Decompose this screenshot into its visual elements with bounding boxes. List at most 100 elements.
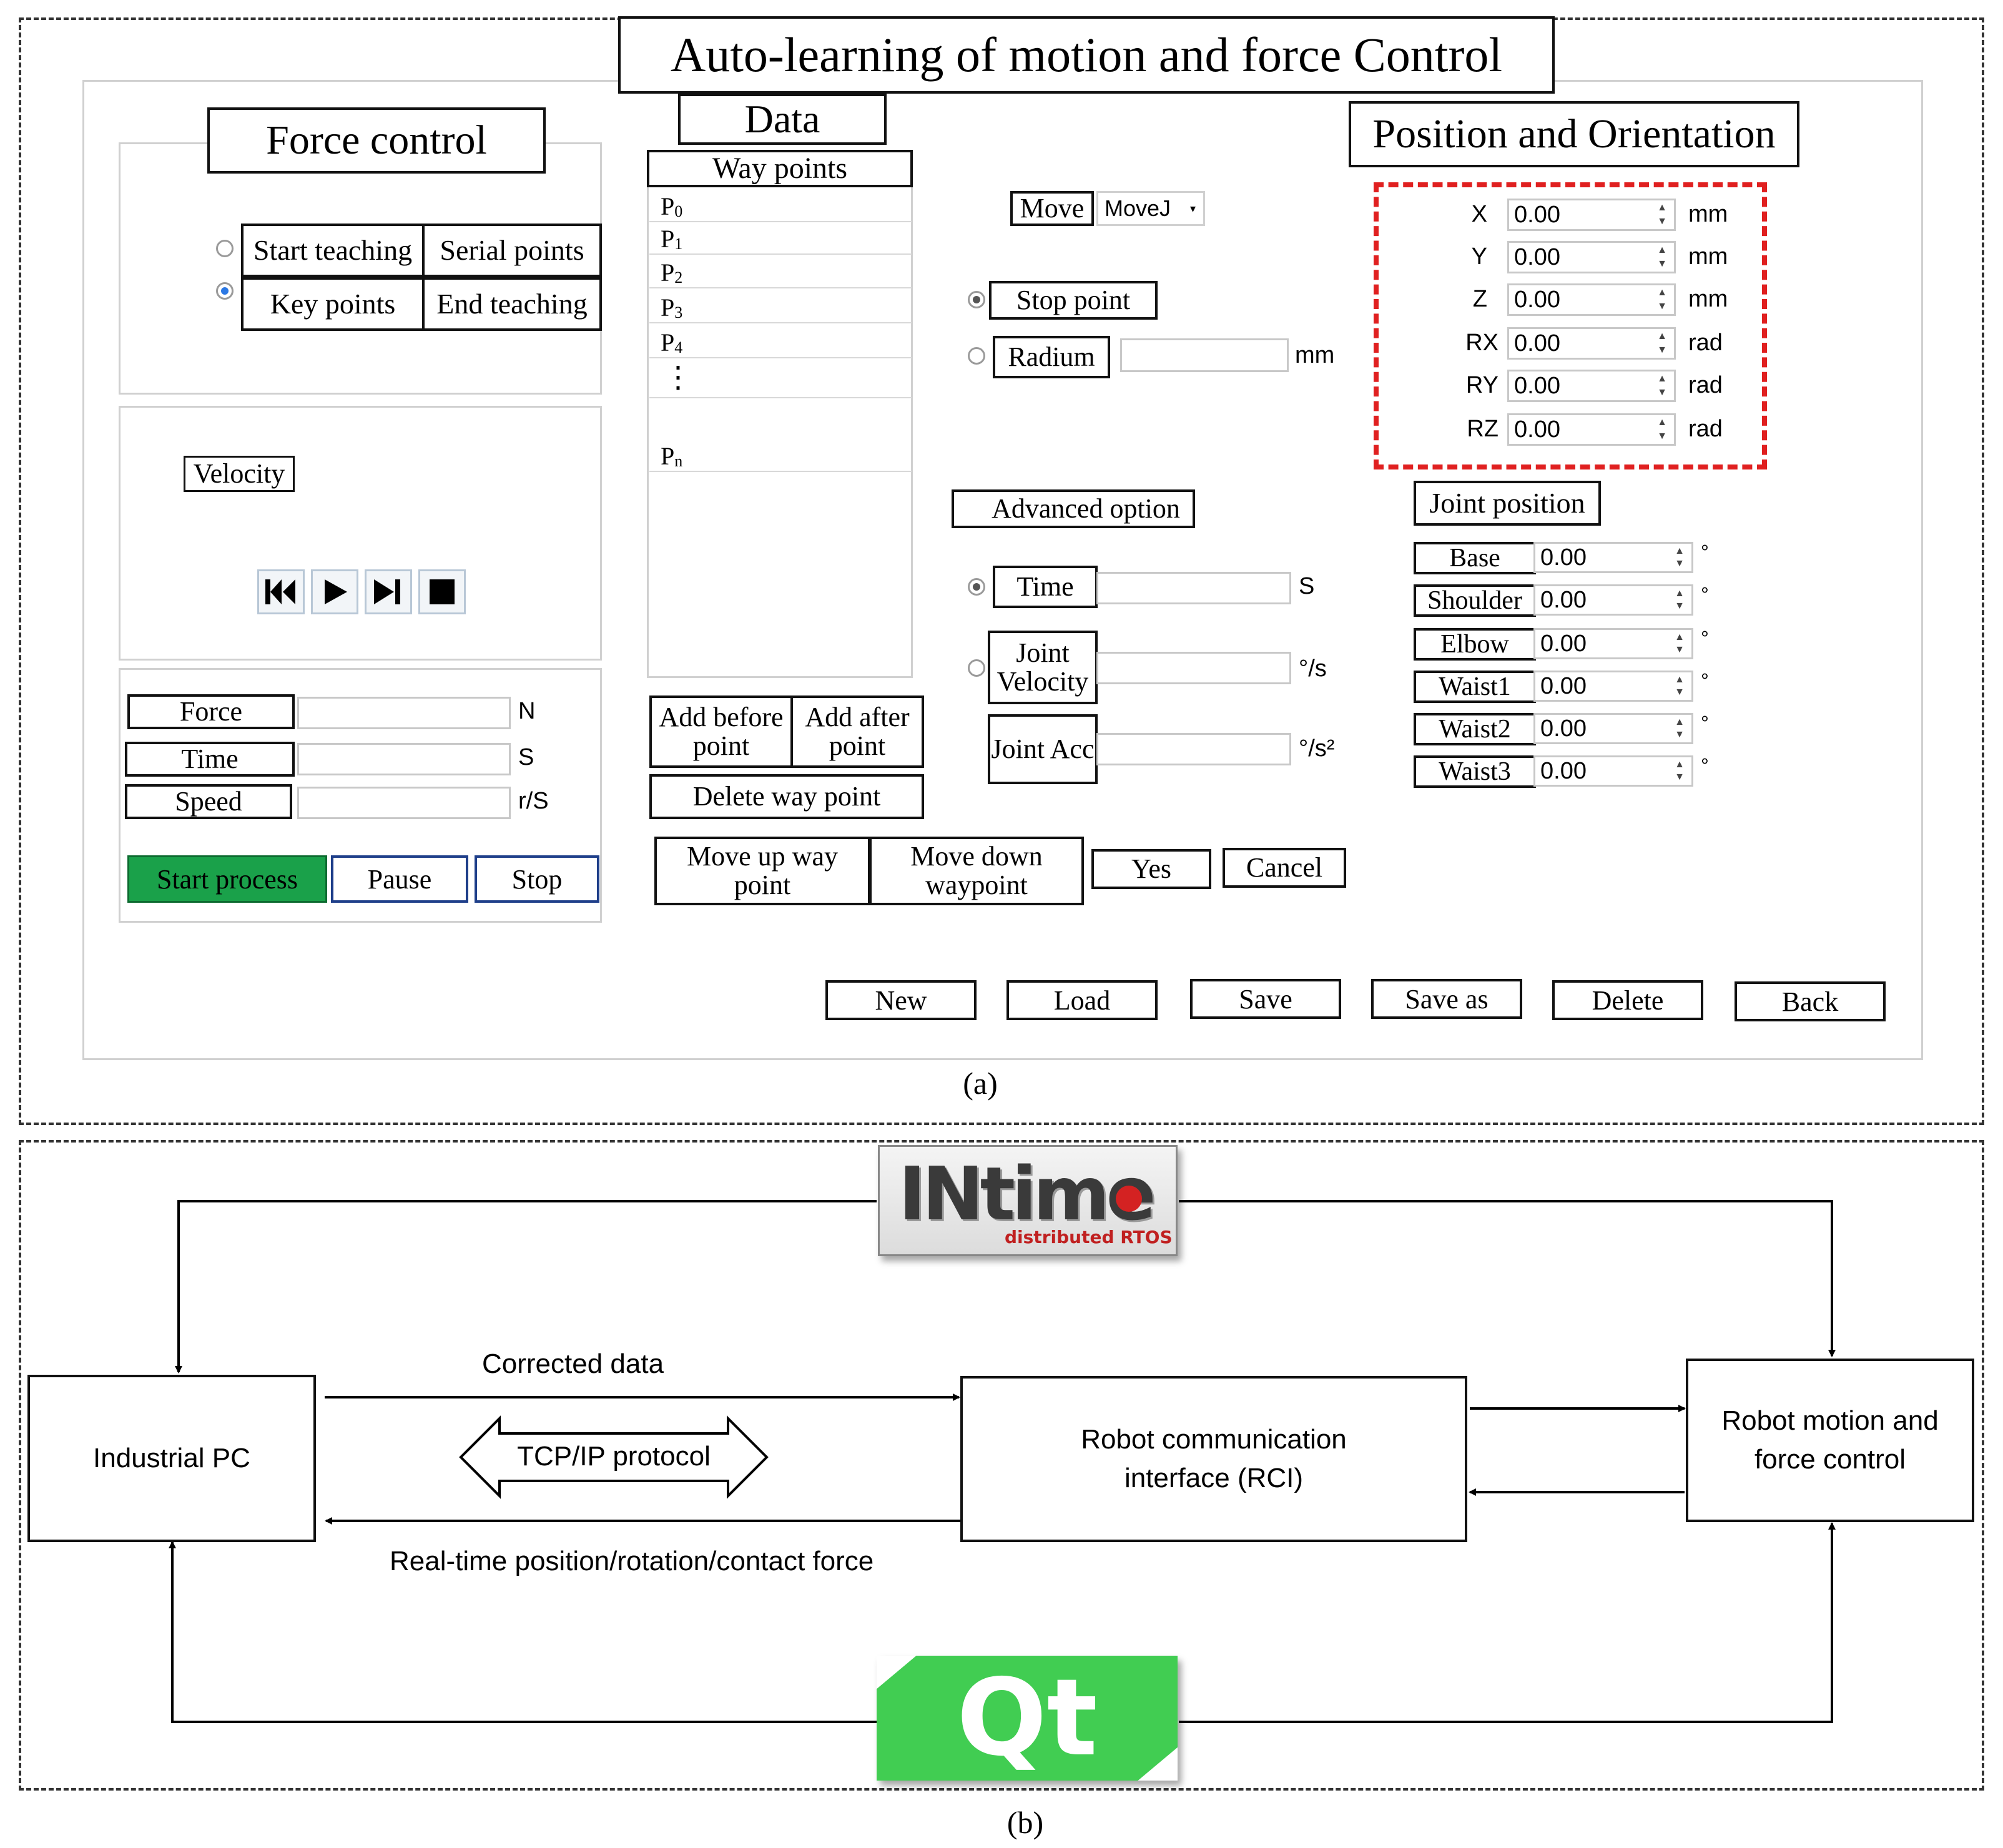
elbow-unit: ° [1701, 627, 1709, 649]
time-input[interactable] [297, 743, 511, 775]
stop-point-radio[interactable] [968, 291, 985, 308]
intime-to-pc-line [175, 1200, 877, 1374]
time-radio[interactable] [968, 578, 985, 596]
key-points-button[interactable]: Key points [241, 277, 425, 331]
move-up-button[interactable]: Move up way point [654, 837, 870, 905]
waist3-unit: ° [1701, 754, 1709, 777]
save-as-button[interactable]: Save as [1371, 979, 1522, 1019]
waist1-unit: ° [1701, 669, 1709, 692]
delete-way-point-button[interactable]: Delete way point [649, 774, 924, 819]
z-spinbox[interactable]: 0.00▲▼ [1507, 283, 1676, 316]
cancel-button[interactable]: Cancel [1223, 848, 1346, 888]
intime-logo: INtime distributed RTOS [878, 1145, 1178, 1256]
rz-spinbox[interactable]: 0.00▲▼ [1507, 413, 1676, 446]
play-icon [325, 579, 347, 604]
base-spinbox[interactable]: 0.00▲▼ [1533, 542, 1693, 573]
qt-to-pc-line [169, 1541, 877, 1723]
base-unit: ° [1701, 541, 1709, 563]
rx-label: RX [1465, 330, 1499, 356]
stop-point-label: Stop point [989, 281, 1158, 320]
speed-unit: r/S [518, 788, 549, 814]
waist2-value: 0.00 [1540, 715, 1587, 742]
radium-radio[interactable] [968, 347, 985, 365]
start-process-button[interactable]: Start process [127, 855, 327, 903]
ry-spinbox[interactable]: 0.00▲▼ [1507, 370, 1676, 402]
add-after-button[interactable]: Add after point [790, 695, 924, 768]
elbow-spinbox[interactable]: 0.00▲▼ [1533, 628, 1693, 659]
move-type-select[interactable]: MoveJ ▾ [1096, 191, 1205, 226]
joint-acc-unit: °/s² [1299, 735, 1335, 762]
radium-input[interactable] [1120, 338, 1289, 372]
joint-velocity-input[interactable] [1096, 652, 1291, 684]
save-button[interactable]: Save [1190, 979, 1341, 1019]
joint-acc-input[interactable] [1096, 733, 1291, 765]
corrected-data-label: Corrected data [482, 1349, 664, 1379]
y-value: 0.00 [1514, 243, 1560, 270]
delete-button[interactable]: Delete [1552, 980, 1703, 1020]
y-spinbox[interactable]: 0.00▲▼ [1507, 241, 1676, 273]
shoulder-value: 0.00 [1540, 586, 1587, 613]
spin-arrows-icon: ▲▼ [1675, 717, 1685, 740]
rz-unit: rad [1688, 416, 1723, 442]
stop-button[interactable] [418, 569, 466, 614]
key-points-radio[interactable] [216, 282, 234, 300]
start-teaching-button[interactable]: Start teaching [241, 224, 425, 277]
stop-process-button[interactable]: Stop [475, 855, 599, 903]
speed-input[interactable] [297, 787, 511, 819]
yes-button[interactable]: Yes [1091, 849, 1211, 889]
waypoint-list[interactable] [647, 150, 913, 678]
load-button[interactable]: Load [1006, 980, 1158, 1020]
ry-value: 0.00 [1514, 372, 1560, 399]
waist2-spinbox[interactable]: 0.00 ▲▼ [1533, 713, 1693, 744]
qt-to-robot-line [1179, 1522, 1836, 1723]
skip-back-icon [265, 579, 295, 604]
back-button[interactable]: Back [1735, 981, 1886, 1021]
new-button[interactable]: New [825, 980, 977, 1020]
base-value: 0.00 [1540, 544, 1587, 571]
pause-button[interactable]: Pause [331, 855, 468, 903]
stop-icon [430, 579, 455, 604]
robot-control-box: Robot motion and force control [1686, 1359, 1974, 1522]
force-input[interactable] [297, 697, 511, 729]
industrial-pc-box: Industrial PC [27, 1375, 316, 1542]
joint-velocity-radio[interactable] [968, 659, 985, 677]
x-spinbox[interactable]: 0.00▲▼ [1507, 199, 1676, 231]
play-button[interactable] [311, 569, 358, 614]
time-unit: S [518, 744, 534, 770]
skip-back-button[interactable] [257, 569, 305, 614]
start-teaching-radio[interactable] [216, 240, 234, 257]
move-down-button[interactable]: Move down waypoint [869, 837, 1084, 905]
rx-value: 0.00 [1514, 330, 1560, 356]
ry-unit: rad [1688, 372, 1723, 398]
z-value: 0.00 [1514, 286, 1560, 313]
end-teaching-button[interactable]: End teaching [422, 277, 602, 331]
skip-forward-button[interactable] [365, 569, 412, 614]
serial-points-button[interactable]: Serial points [422, 224, 602, 277]
dropdown-caret-icon: ▾ [1189, 202, 1196, 215]
realtime-label: Real-time position/rotation/contact forc… [390, 1546, 874, 1576]
joint-acc-label: Joint Acc [988, 714, 1098, 784]
joint-position-header: Joint position [1414, 481, 1601, 526]
intime-logo-subtitle: distributed RTOS [1005, 1227, 1173, 1247]
waist1-spinbox[interactable]: 0.00▲▼ [1533, 671, 1693, 702]
time-move-input[interactable] [1096, 572, 1291, 604]
robot-control-label: Robot motion and force control [1721, 1405, 1939, 1475]
intime-to-robot-line [1179, 1200, 1836, 1357]
rx-spinbox[interactable]: 0.00▲▼ [1507, 327, 1676, 360]
time-param-label: Time [125, 742, 295, 777]
x-unit: mm [1688, 201, 1728, 227]
waist3-spinbox[interactable]: 0.00▲▼ [1533, 755, 1693, 787]
move-type-value: MoveJ [1105, 195, 1171, 221]
shoulder-spinbox[interactable]: 0.00▲▼ [1533, 584, 1693, 616]
tcpip-double-arrow [459, 1415, 769, 1499]
